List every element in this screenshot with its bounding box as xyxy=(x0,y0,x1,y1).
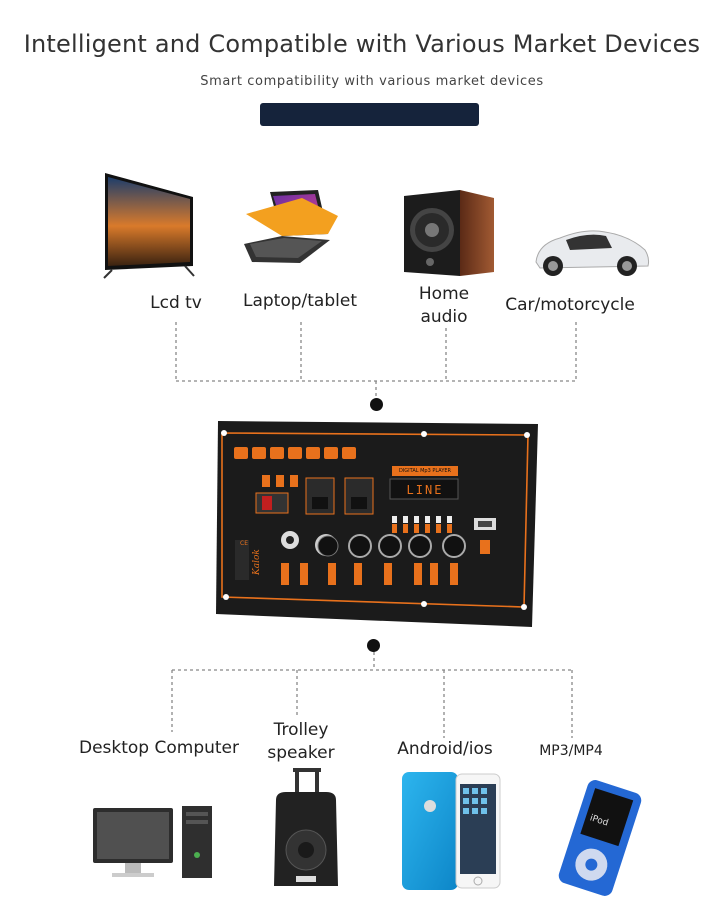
device-label-lcd-tv: Lcd tv xyxy=(150,293,202,313)
page-subtitle: Smart compatibility with various market … xyxy=(200,74,544,89)
device-label-laptop-tablet: Laptop/tablet xyxy=(243,291,357,311)
connector-node-bottom xyxy=(367,639,380,652)
device-label-home-audio: Home audio xyxy=(418,284,470,327)
board-display-label: DIGITAL Mp3 PLAYER xyxy=(398,468,452,474)
device-label-trolley-speaker: Trolley speaker xyxy=(267,720,335,763)
device-label-mp3: MP3/MP4 xyxy=(539,743,603,759)
device-label-android-ios: Android/ios xyxy=(397,739,493,759)
connector-node-top xyxy=(370,398,383,411)
device-label-car: Car/motorcycle xyxy=(505,295,635,315)
page-title: Intelligent and Compatible with Various … xyxy=(23,30,701,58)
board-display-text: LINE xyxy=(406,483,444,497)
title-underline-bar xyxy=(260,103,479,126)
device-label-desktop: Desktop Computer xyxy=(78,738,240,758)
board-brand-logo: Kalok xyxy=(252,549,262,575)
